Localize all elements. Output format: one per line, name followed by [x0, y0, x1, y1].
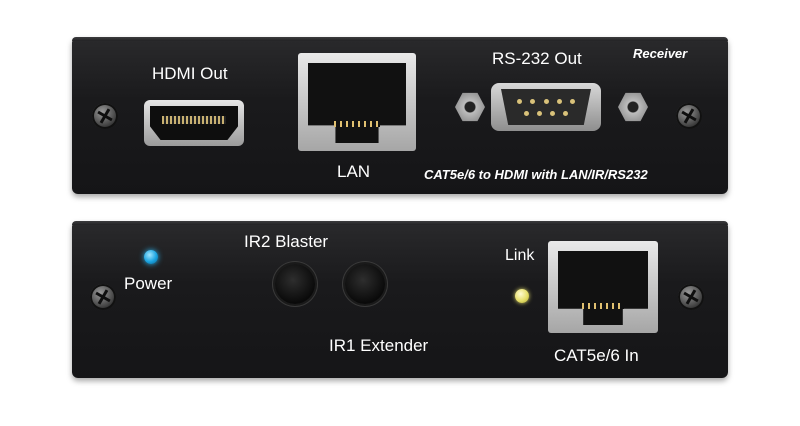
- rs232-port[interactable]: [491, 83, 601, 131]
- lan-pins: [334, 121, 380, 127]
- rs232-pin: [537, 111, 542, 116]
- rs232-pin-row-top: [517, 99, 575, 104]
- panel-top-edge: [72, 221, 728, 225]
- hdmi-port[interactable]: [144, 100, 244, 146]
- rs232-out-label: RS-232 Out: [492, 49, 582, 68]
- rs232-pin: [517, 99, 522, 104]
- left-screw-icon: [92, 103, 118, 129]
- lan-label: LAN: [337, 162, 371, 181]
- product-description: CAT5e/6 to HDMI with LAN/IR/RS232: [424, 167, 648, 182]
- power-led-icon: [144, 250, 158, 264]
- link-led-icon: [515, 289, 529, 303]
- hdmi-out-label: HDMI Out: [152, 64, 228, 83]
- ir1-extender-label: IR1 Extender: [329, 336, 429, 355]
- rs232-pin: [550, 111, 555, 116]
- rs232-right-nut-icon: [618, 92, 648, 122]
- right-screw-icon: [676, 103, 702, 129]
- left-screw-icon: [90, 284, 116, 310]
- cat5e-pins: [582, 303, 624, 309]
- cat5e-in-label: CAT5e/6 In: [554, 346, 639, 365]
- cat5e-port-opening: [558, 251, 648, 325]
- rs232-pin: [570, 99, 575, 104]
- ir2-blaster-label: IR2 Blaster: [244, 232, 329, 251]
- cat5e-in-port[interactable]: [548, 241, 658, 333]
- link-label: Link: [505, 247, 535, 264]
- rs232-pin-row-bottom: [524, 111, 568, 116]
- rs232-pin: [524, 111, 529, 116]
- rs232-shell: [501, 89, 591, 125]
- right-screw-icon: [678, 284, 704, 310]
- lan-port-opening: [308, 63, 406, 143]
- power-label: Power: [124, 274, 173, 293]
- receiver-output-panel: HDMI Out LAN RS-232 Out Receiver CAT5e/6…: [72, 37, 728, 194]
- ir2-blaster-port[interactable]: [275, 264, 315, 304]
- rs232-pin: [543, 99, 549, 104]
- hdmi-pins: [162, 116, 226, 124]
- rs232-left-nut-icon: [455, 92, 485, 122]
- panel-top-edge: [72, 37, 728, 41]
- receiver-label: Receiver: [633, 46, 688, 61]
- rs232-pin: [530, 99, 536, 104]
- receiver-input-panel: Power IR2 Blaster IR1 Extender Link CAT5…: [72, 221, 728, 378]
- lan-port[interactable]: [298, 53, 416, 151]
- rs232-pin: [556, 99, 562, 104]
- rs232-pin: [563, 111, 568, 116]
- ir1-extender-port[interactable]: [345, 264, 385, 304]
